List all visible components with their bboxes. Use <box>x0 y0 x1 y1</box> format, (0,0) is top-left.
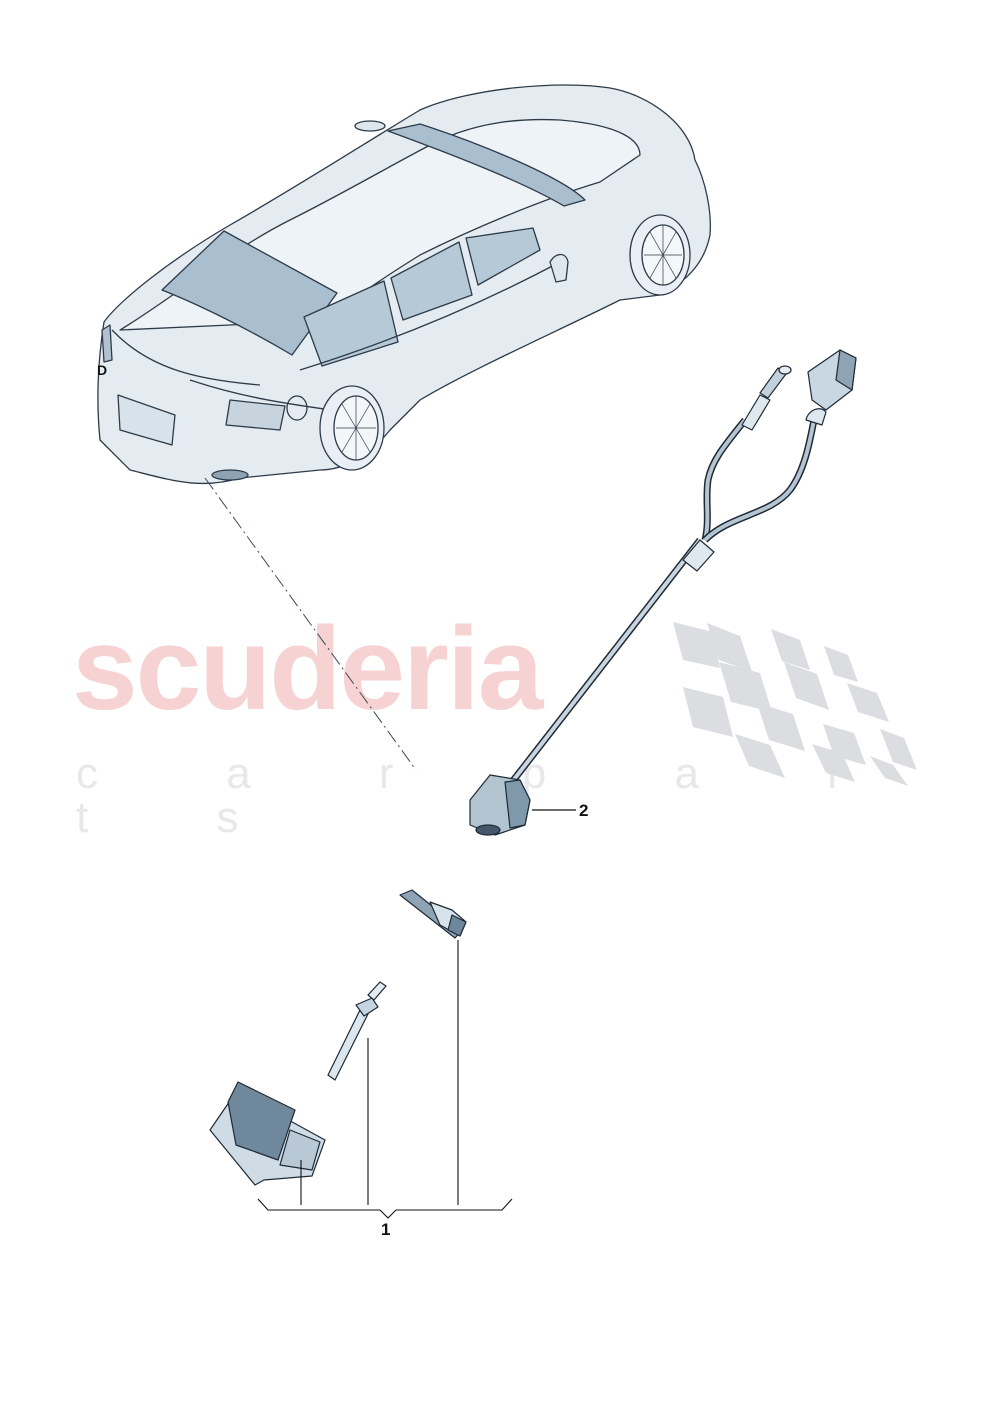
callout-1-label: 1 <box>381 1220 391 1239</box>
callout-1-leaders <box>257 940 513 1219</box>
rear-camera-harness <box>469 349 857 836</box>
callout-2-label: 2 <box>579 801 589 820</box>
camera-location-marker: D <box>97 362 107 378</box>
watermark-brand: scuderia <box>72 603 543 735</box>
vehicle-illustration <box>97 84 711 485</box>
location-leader-line <box>204 477 417 771</box>
watermark-tagline: c a r p a r t s <box>76 749 900 842</box>
camera-kit-components <box>209 889 467 1186</box>
